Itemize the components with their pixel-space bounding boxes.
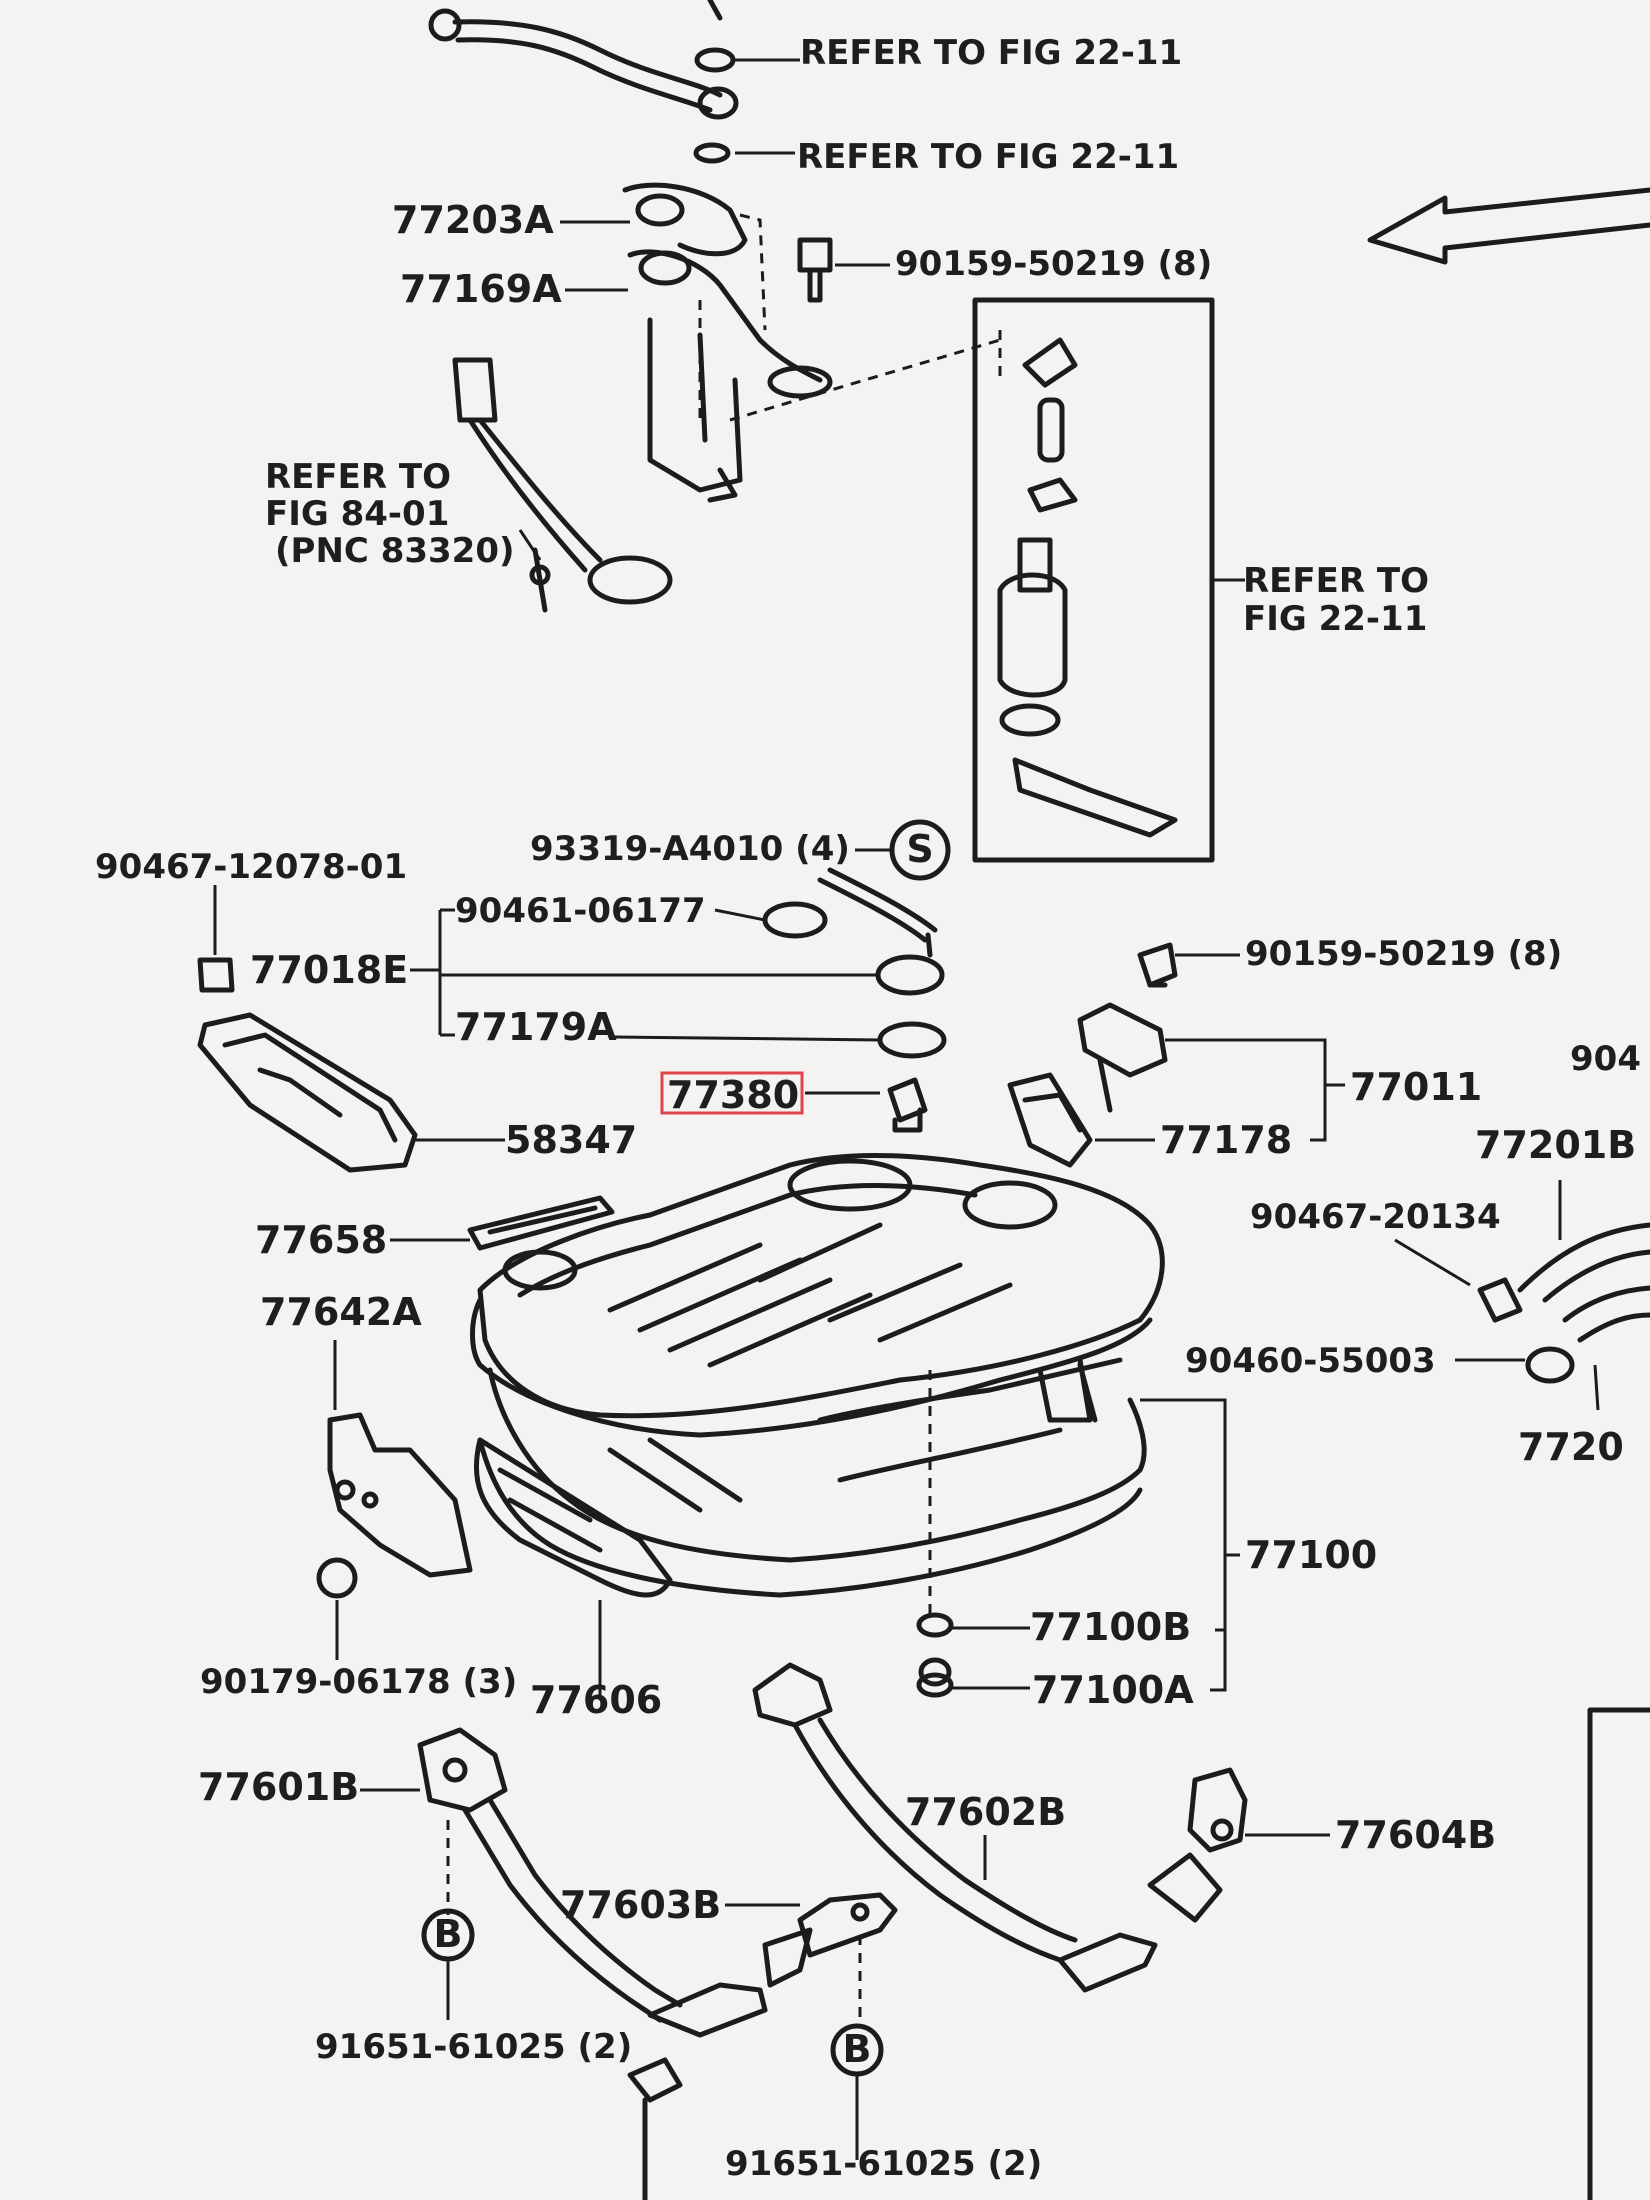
label-77606: 77606 xyxy=(530,1678,662,1722)
bracket-77603b xyxy=(762,1892,898,1988)
fuel-sender-gauge xyxy=(452,357,673,613)
band-left xyxy=(462,1797,768,2038)
label-circle-b-left: B xyxy=(434,1912,463,1956)
label-circle-b-right: B xyxy=(843,2027,872,2071)
label-77100a: 77100A xyxy=(1032,1668,1194,1712)
fuel-pump-parts xyxy=(997,330,1178,838)
label-91651-61025-bottom: 91651-61025 (2) xyxy=(725,2144,1042,2184)
label-77011: 77011 xyxy=(1350,1065,1482,1109)
label-fig-22-11-box: FIG 22-11 xyxy=(1243,599,1427,639)
label-77601b: 77601B xyxy=(198,1765,359,1809)
label-77602b: 77602B xyxy=(905,1790,1066,1834)
label-77203a: 77203A xyxy=(392,198,554,242)
label-904-partial: 904 xyxy=(1570,1039,1641,1079)
label-90461-06177: 90461-06177 xyxy=(455,891,706,931)
label-91651-61025-left: 91651-61025 (2) xyxy=(315,2027,632,2067)
fuel-pump-bracket xyxy=(622,182,833,503)
bolt-90179-06178 xyxy=(316,1557,358,1660)
fuel-tank-77100 xyxy=(470,1153,1165,1620)
label-refer-fig-22-11-top1: REFER TO FIG 22-11 xyxy=(800,33,1182,73)
top-link-rod xyxy=(428,0,739,164)
label-77100b: 77100B xyxy=(1030,1605,1191,1649)
label-77179a: 77179A xyxy=(455,1005,617,1049)
label-77018e: 77018E xyxy=(250,948,408,992)
label-77178: 77178 xyxy=(1160,1118,1292,1162)
hose-77201b xyxy=(1517,1180,1650,1343)
pad-77658 xyxy=(467,1195,615,1251)
label-77604b: 77604B xyxy=(1335,1813,1496,1857)
label-90159-50219-top: 90159-50219 (8) xyxy=(895,244,1212,284)
label-refer-fig-22-11-top2: REFER TO FIG 22-11 xyxy=(797,137,1179,177)
label-refer-to-84: REFER TO xyxy=(265,457,451,497)
bolt-90159-top xyxy=(797,237,833,303)
bracket-77601b xyxy=(417,1727,508,1813)
label-circle-s: S xyxy=(906,827,933,871)
label-77201b: 77201B xyxy=(1475,1123,1636,1167)
highlight-77380 xyxy=(660,1071,804,1115)
bolt-90467-12078 xyxy=(197,885,235,993)
circle-b-marker-left xyxy=(421,1908,475,2020)
label-77603b: 77603B xyxy=(560,1883,721,1927)
gasket-77100a xyxy=(916,1657,1030,1698)
label-7720-partial: 7720 xyxy=(1518,1425,1624,1469)
label-90460-55003: 90460-55003 xyxy=(1185,1341,1436,1381)
label-77100: 77100 xyxy=(1245,1533,1377,1577)
clamp-90467-20134 xyxy=(1394,1238,1523,1323)
fuel-tank-protector-58347 xyxy=(197,1012,418,1173)
label-90467-20134: 90467-20134 xyxy=(1250,1197,1501,1237)
label-77380: 77380 xyxy=(667,1073,799,1117)
label-77658: 77658 xyxy=(255,1218,387,1262)
label-77642a: 77642A xyxy=(260,1290,422,1334)
bracket-77642a xyxy=(327,1340,473,1578)
band-77602b xyxy=(752,1662,1158,1993)
direction-arrow xyxy=(1367,187,1650,265)
label-pnc-83320: (PNC 83320) xyxy=(275,531,515,571)
clip-90460-55003 xyxy=(1455,1346,1600,1411)
bracket-77604b xyxy=(1147,1767,1248,1923)
label-77169a: 77169A xyxy=(400,267,562,311)
label-93319-a4010: 93319-A4010 (4) xyxy=(530,829,850,869)
label-refer-to-box: REFER TO xyxy=(1243,561,1429,601)
vent-valve-77011 xyxy=(1007,942,1178,1168)
label-90467-12078-01: 90467-12078-01 xyxy=(95,847,407,887)
label-58347: 58347 xyxy=(505,1118,637,1162)
bolt-bottom xyxy=(627,2057,683,2200)
label-fig-84-01: FIG 84-01 xyxy=(265,494,449,534)
circle-b-marker-right xyxy=(830,2023,884,2160)
right-frame-edge xyxy=(1587,1707,1650,2200)
drain-plug-77100b xyxy=(916,1612,1030,1638)
label-90159-50219-right: 90159-50219 (8) xyxy=(1245,934,1562,974)
label-90179-06178: 90179-06178 (3) xyxy=(200,1662,517,1702)
